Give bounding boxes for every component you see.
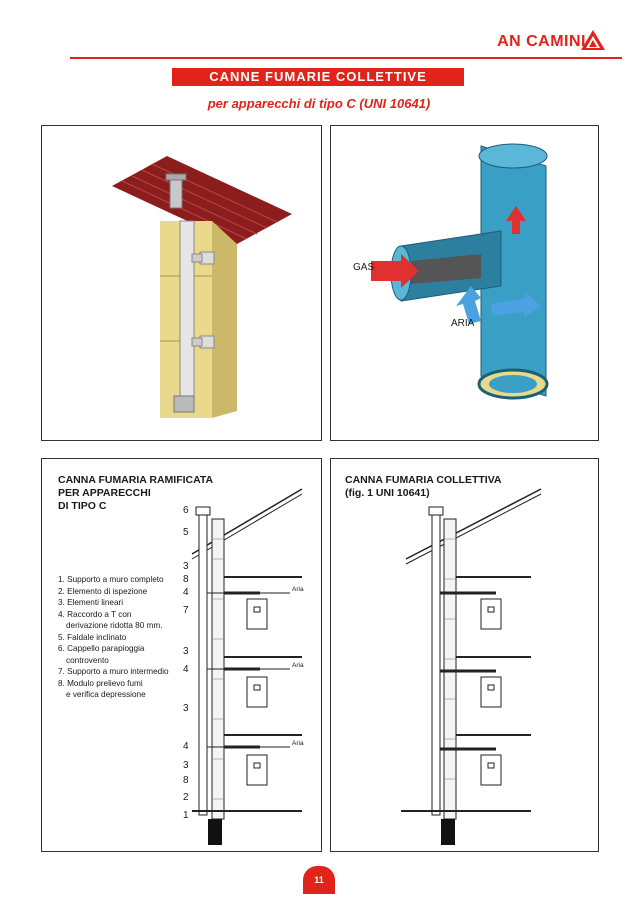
branched-flue-panel: CANNA FUMARIA RAMIFICATA PER APPARECCHI … [41,458,322,852]
callout-number: 8 [183,574,189,585]
callout-number: 3 [183,561,189,572]
callout-number: 1 [183,810,189,821]
tee-connection-panel: GAS ARIA [330,125,599,441]
gas-label: GAS [353,262,375,273]
header-rule [70,57,622,59]
callout-number: 4 [183,587,189,598]
callout-number: 3 [183,646,189,657]
legend-item: controvento [66,655,109,665]
branched-flue-diagram [191,488,303,845]
building-chimney-illustration [112,156,292,418]
banner-title: CANNE FUMARIE COLLETTIVE [172,68,464,86]
legend-item: e verifica depressione [66,690,146,699]
legend-item: 7. Supporto a muro intermedio [58,667,169,676]
callout-number: 6 [183,505,189,516]
callout-number: 3 [183,703,189,714]
callout-number: 5 [183,527,189,538]
air-inlet-label: Aria [292,662,304,669]
callout-number: 8 [183,775,189,786]
air-inlet-label: Aria [292,740,304,747]
tee-connection-illustration [371,143,549,400]
panel-title: CANNA FUMARIA COLLETTIVA (fig. 1 UNI 106… [345,474,502,499]
legend-item: 8. Modulo prelievo fumi [58,678,143,688]
legend-item: 4. Raccordo a T con [58,609,132,619]
parts-legend: 1. Supporto a muro completo 2. Elemento … [58,575,188,702]
brand-name: AN CAMINI [497,33,586,50]
collective-flue-panel: CANNA FUMARIA COLLETTIVA (fig. 1 UNI 106… [330,458,599,852]
building-illustration-panel [41,125,322,441]
air-inlet-label: Aria [292,586,304,593]
legend-item: 2. Elemento di ispezione [58,586,148,596]
page-number: 11 [303,866,335,894]
legend-item: 5. Faldale inclinato [58,632,127,642]
page-subtitle: per apparecchi di tipo C (UNI 10641) [207,96,431,111]
callout-number: 2 [183,792,189,803]
callout-number: 7 [183,605,189,616]
callout-number: 4 [183,741,189,752]
legend-item: 6. Cappello parapioggia [58,644,145,653]
air-label: ARIA [451,318,475,329]
panel-title: CANNA FUMARIA RAMIFICATA PER APPARECCHI … [58,474,214,512]
callout-number: 4 [183,664,189,675]
legend-item: 3. Elementi lineari [58,598,124,607]
legend-item: derivazione ridotta 80 mm. [66,621,163,630]
collective-flue-diagram [401,488,542,845]
callout-number: 3 [183,760,189,771]
legend-item: 1. Supporto a muro completo [58,575,164,584]
brand-logo-icon [581,30,605,50]
